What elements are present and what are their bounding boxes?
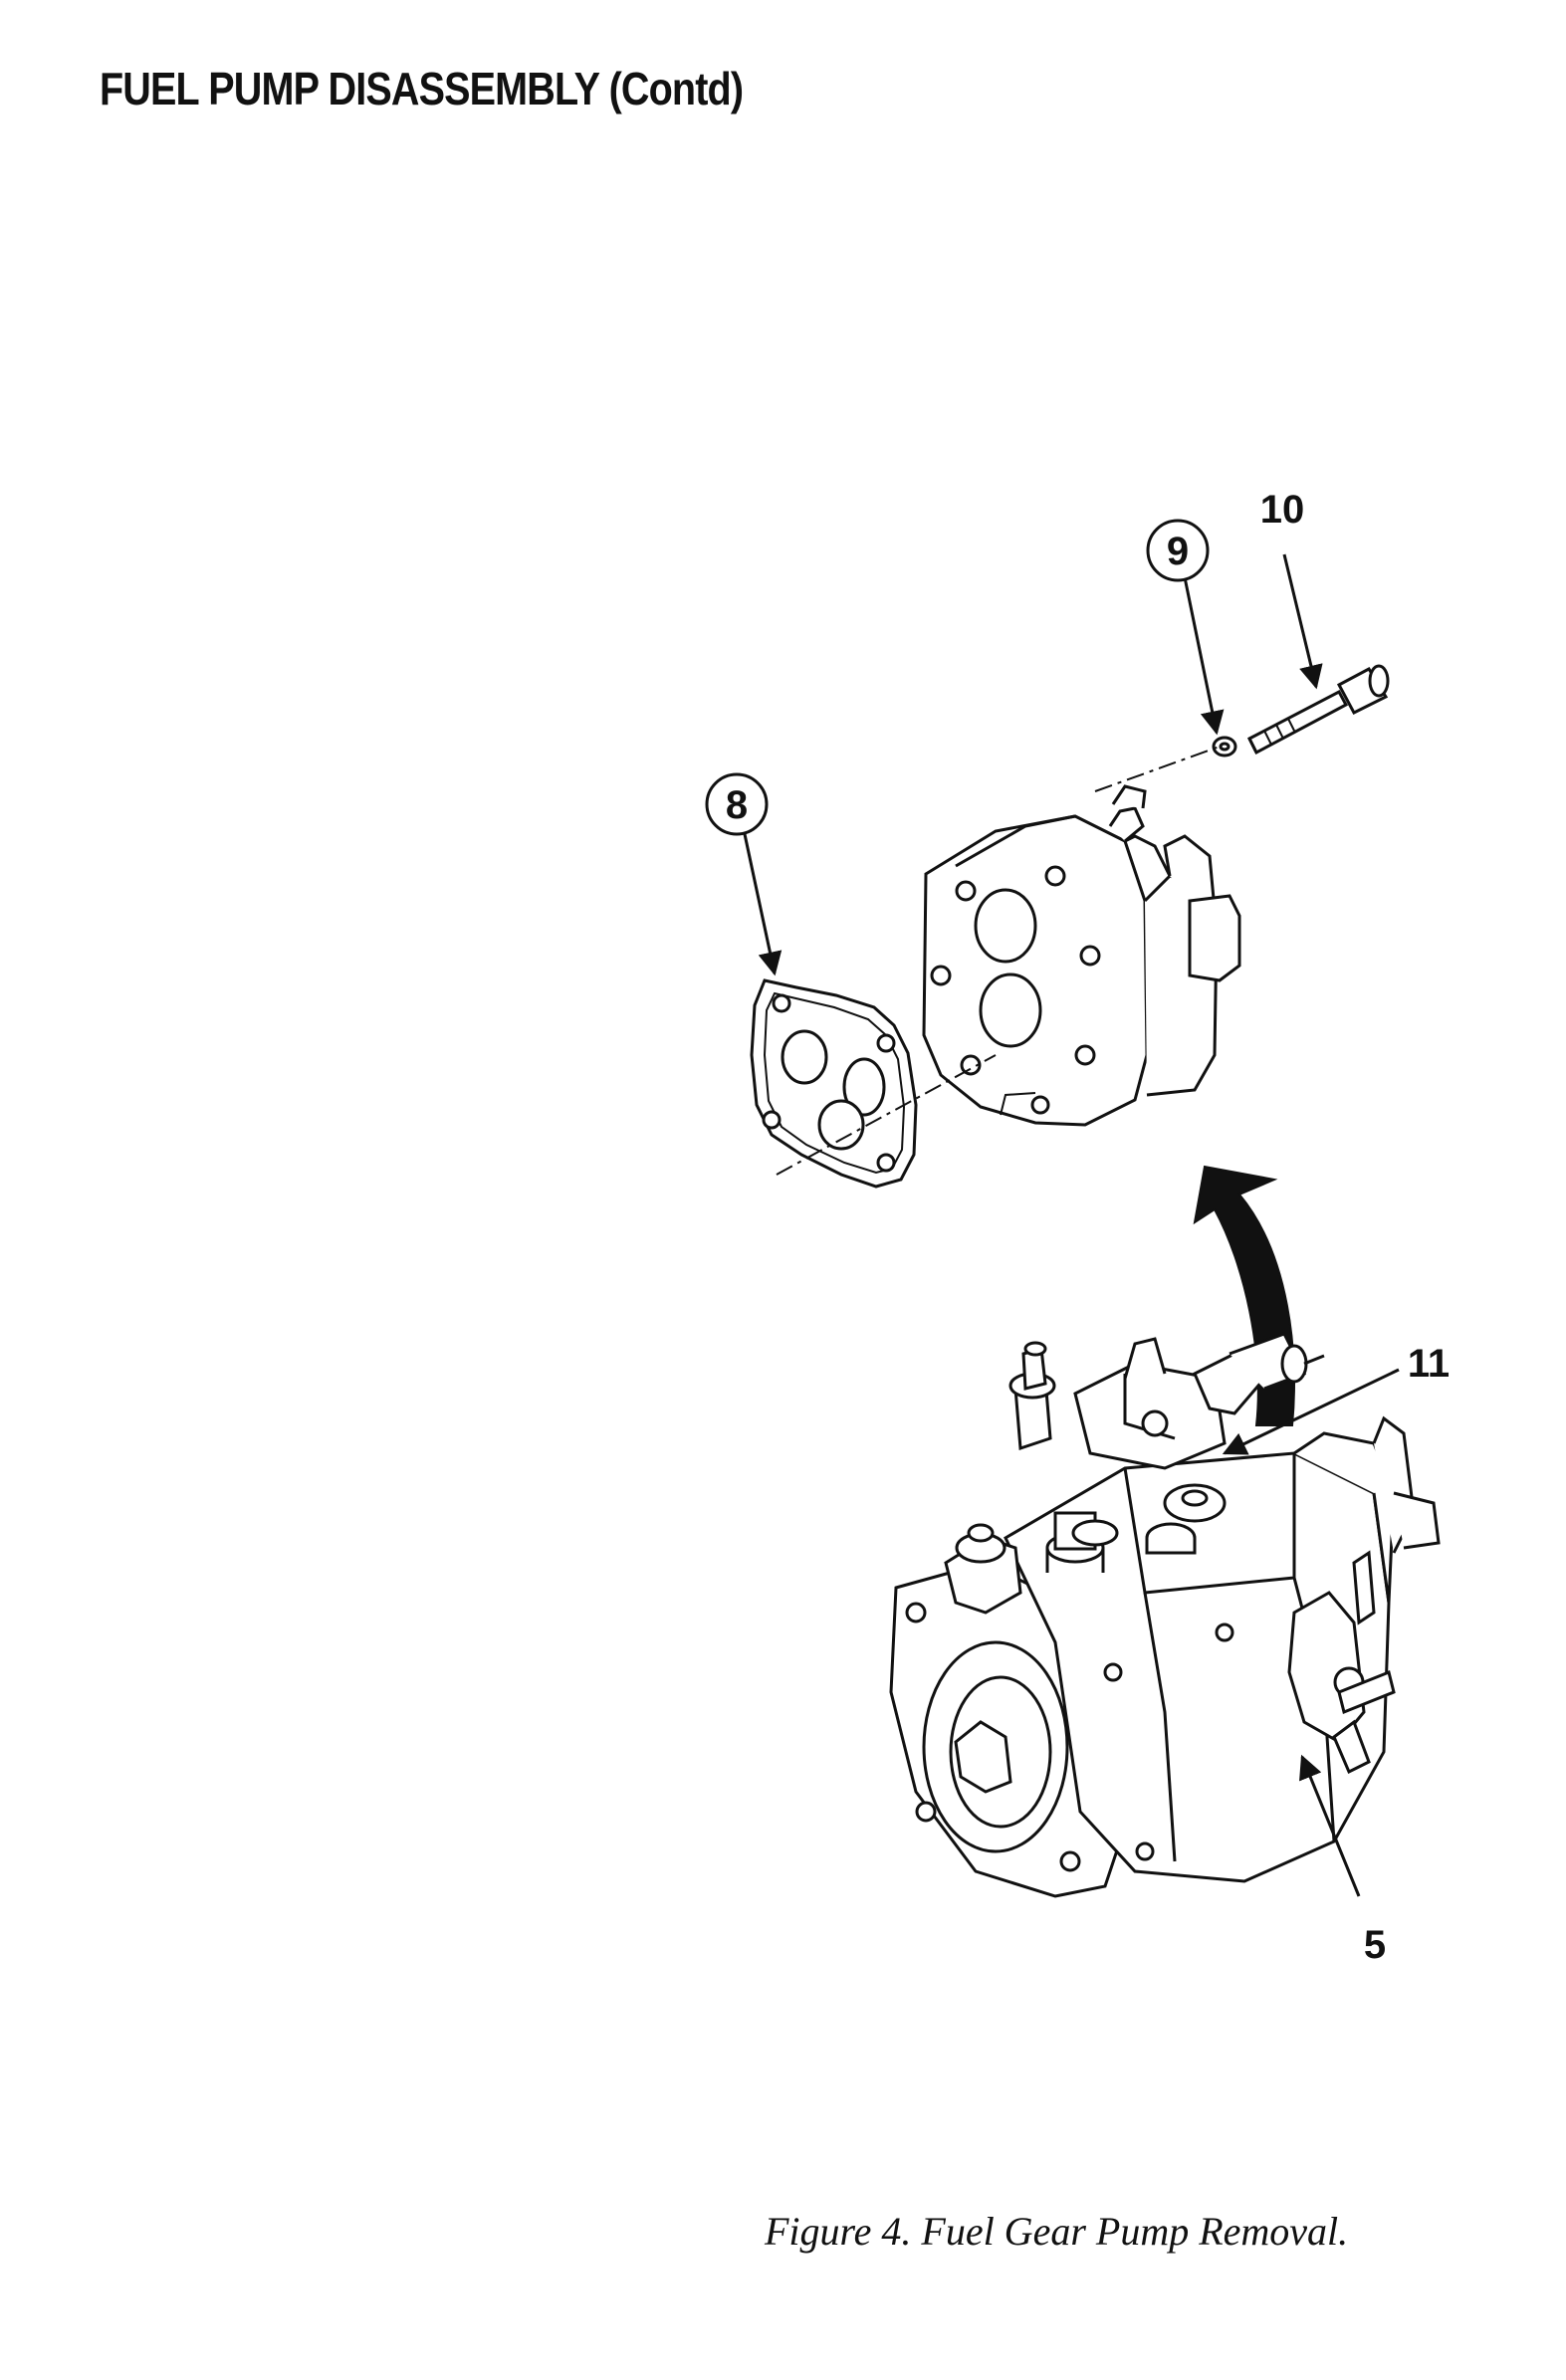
callout-8-circle bbox=[705, 772, 769, 836]
callout-10: 10 bbox=[1260, 488, 1305, 532]
gasket bbox=[750, 978, 918, 1189]
callout-5: 5 bbox=[1364, 1923, 1386, 1967]
page-title: FUEL PUMP DISASSEMBLY (Contd) bbox=[100, 63, 744, 114]
alignment-centerline bbox=[776, 746, 1221, 1176]
figure-caption: Figure 4. Fuel Gear Pump Removal. bbox=[765, 2209, 1349, 2254]
callout-9-circle bbox=[1146, 519, 1210, 582]
fuel-pump-assembly bbox=[889, 1332, 1441, 1898]
leader-lines bbox=[743, 553, 1400, 1897]
callout-11: 11 bbox=[1408, 1342, 1450, 1386]
lockwasher bbox=[1212, 736, 1237, 757]
callout-8: 8 bbox=[726, 783, 748, 827]
callout-9: 9 bbox=[1167, 530, 1189, 573]
capscrew bbox=[1246, 664, 1390, 756]
fuel-gear-pump bbox=[922, 784, 1241, 1127]
